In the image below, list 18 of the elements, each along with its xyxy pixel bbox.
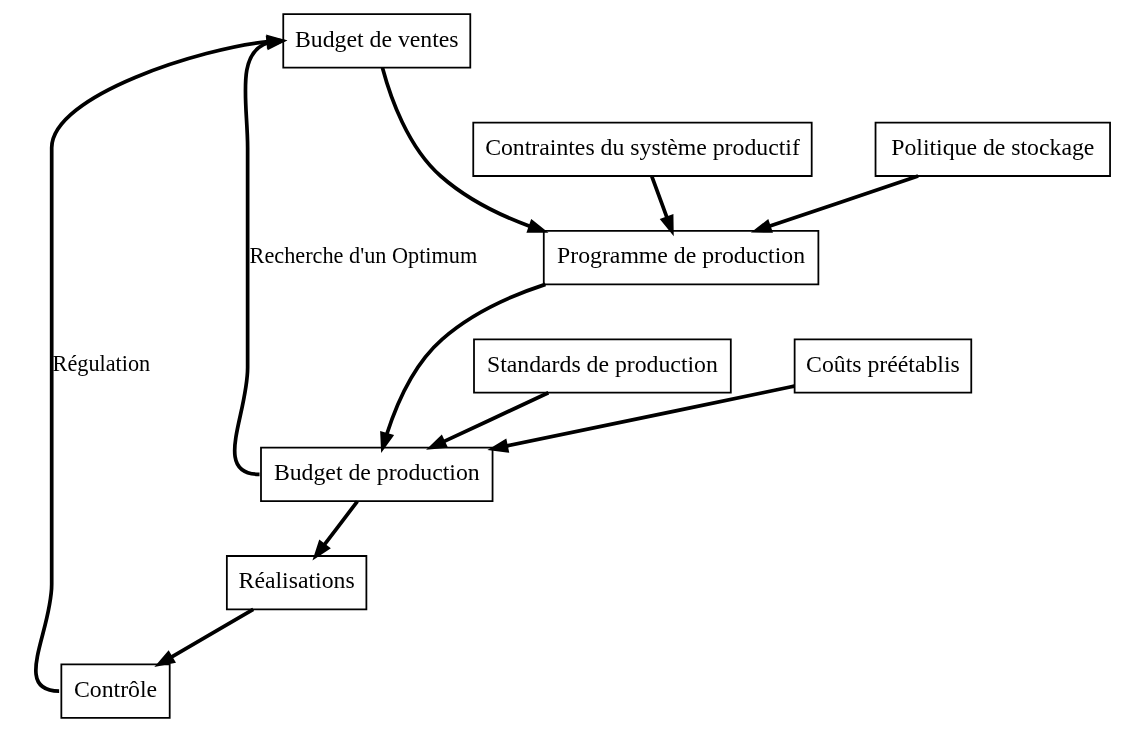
node-box: Standards de production bbox=[472, 338, 732, 394]
arrow bbox=[486, 384, 795, 453]
node-box: Réalisations bbox=[225, 555, 367, 611]
node-box: Programme de production bbox=[542, 230, 819, 286]
node-box: Coûts préétablis bbox=[793, 338, 972, 394]
arrow bbox=[153, 607, 254, 668]
arrow bbox=[750, 174, 919, 233]
arrow bbox=[649, 175, 674, 237]
node-box: Budget de ventes bbox=[281, 13, 471, 69]
arrow bbox=[380, 67, 548, 233]
edge-label: Recherche d'un Optimum bbox=[249, 242, 477, 268]
arrow bbox=[425, 391, 549, 450]
arrow bbox=[311, 500, 359, 561]
node-box: Contraintes du système productif bbox=[471, 121, 813, 177]
arrow bbox=[379, 282, 546, 453]
node-box: Contrôle bbox=[59, 663, 171, 719]
node-box: Politique de stockage bbox=[874, 121, 1111, 177]
node-box: Budget de production bbox=[259, 446, 493, 502]
